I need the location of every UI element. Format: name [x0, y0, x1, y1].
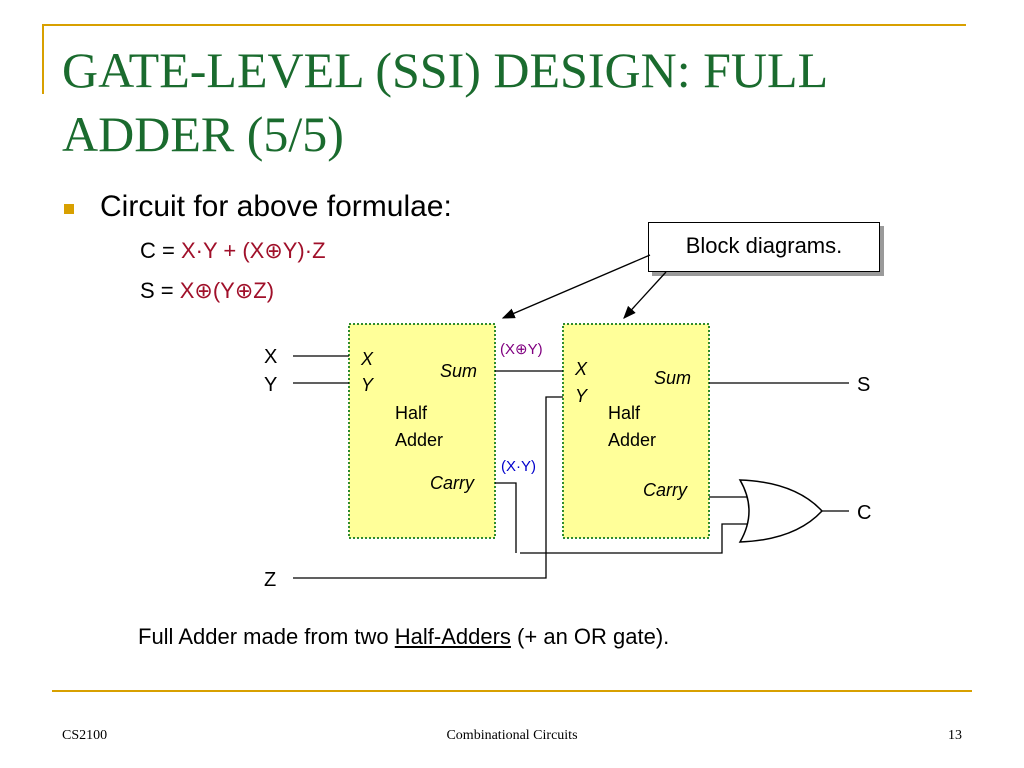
label-output-c: C: [857, 502, 871, 524]
callout-arrow-2: [623, 271, 667, 319]
wire-to-or-gate: [520, 523, 748, 554]
carry-formula-label: C =: [140, 238, 181, 263]
wire-ha1-carry: [495, 482, 517, 553]
wire-input-z: [293, 396, 563, 579]
diagram-caption: Full Adder made from two Half-Adders (+ …: [138, 624, 669, 650]
sum-formula-expression: X⊕(Y⊕Z): [179, 278, 275, 303]
ha1-input-y-label: Y: [361, 375, 375, 395]
slide-title: GATE-LEVEL (SSI) DESIGN: FULL ADDER (5/5…: [62, 42, 827, 162]
bullet-marker: [64, 204, 74, 214]
ha1-name-line2: Adder: [395, 430, 443, 450]
label-input-x: X: [264, 346, 277, 368]
ha2-name-line1: Half: [608, 403, 641, 423]
half-adder-block-1: [348, 323, 496, 539]
caption-text-before: Full Adder made from two: [138, 624, 395, 649]
ha2-sum-label: Sum: [654, 368, 691, 388]
footer-course: CS2100: [62, 728, 108, 743]
wire-label-xor: (X⊕Y): [500, 341, 543, 358]
ha2-carry-label: Carry: [643, 480, 688, 500]
carry-formula: C = X·Y + (X⊕Y)·Z: [140, 238, 326, 264]
bullet-text: Circuit for above formulae:: [100, 190, 452, 223]
ha1-sum-label: Sum: [440, 361, 477, 381]
caption-text-after: (+ an OR gate).: [510, 624, 670, 649]
carry-formula-expression: X·Y + (X⊕Y)·Z: [180, 238, 326, 263]
footer-page-number: 13: [948, 728, 962, 743]
callout-arrow-1: [501, 254, 651, 319]
label-input-y: Y: [264, 374, 277, 396]
sum-formula: S = X⊕(Y⊕Z): [140, 278, 274, 304]
ha1-carry-label: Carry: [430, 473, 475, 493]
left-rule: [42, 24, 44, 94]
sum-formula-label: S =: [140, 278, 180, 303]
label-output-s: S: [857, 374, 870, 396]
ha1-name-line1: Half: [395, 403, 428, 423]
half-adder-block-2: [562, 323, 710, 539]
ha2-input-y-label: Y: [575, 386, 589, 406]
ha2-input-x-label: X: [574, 359, 588, 379]
label-input-z: Z: [264, 569, 276, 591]
wire-label-and: (X·Y): [501, 458, 536, 475]
or-gate-icon: [738, 479, 824, 543]
block-diagrams-callout: Block diagrams.: [648, 222, 880, 272]
ha2-name-line2: Adder: [608, 430, 656, 450]
footer-topic: Combinational Circuits: [446, 728, 578, 743]
top-rule: [42, 24, 966, 26]
ha1-input-x-label: X: [360, 349, 374, 369]
caption-half-adders: Half-Adders: [394, 624, 511, 649]
bottom-rule: [52, 690, 972, 692]
